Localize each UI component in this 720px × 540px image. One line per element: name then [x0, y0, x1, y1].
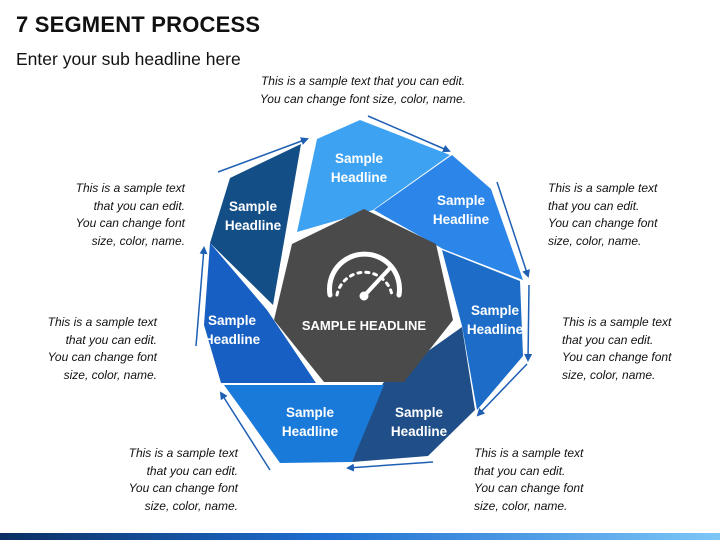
page-subtitle: Enter your sub headline here — [16, 49, 241, 69]
arrow-2 — [496, 181, 530, 278]
arrow-8 — [217, 137, 309, 173]
segment-4[interactable] — [352, 327, 475, 462]
note-left-middle: This is a sample text that you can edit.… — [47, 315, 157, 382]
arrow-7 — [195, 246, 208, 347]
page-title: 7 SEGMENT PROCESS — [16, 12, 261, 37]
segment-5[interactable] — [224, 385, 384, 463]
arrow-4 — [476, 363, 528, 417]
note-right-middle: This is a sample text that you can edit.… — [562, 315, 672, 382]
segment-1[interactable] — [297, 120, 450, 232]
note-right-upper: This is a sample text that you can edit.… — [548, 181, 658, 248]
segment-7[interactable] — [210, 144, 301, 305]
arrow-1 — [367, 115, 451, 153]
segment-3[interactable] — [442, 250, 523, 410]
arrow-6 — [219, 391, 271, 471]
arrow-5 — [346, 461, 434, 472]
bottom-accent-bar — [0, 533, 720, 540]
segment-2[interactable] — [374, 155, 523, 280]
speedometer-icon — [327, 251, 402, 301]
segment-6[interactable] — [204, 243, 316, 383]
note-bottom-left: This is a sample text that you can edit.… — [128, 446, 238, 513]
center-label: SAMPLE HEADLINE — [302, 318, 427, 333]
note-left-upper: This is a sample text that you can edit.… — [75, 181, 185, 248]
note-top: This is a sample text that you can edit.… — [259, 74, 467, 106]
note-bottom-right: This is a sample text that you can edit.… — [474, 446, 584, 513]
arrow-3 — [524, 284, 533, 362]
